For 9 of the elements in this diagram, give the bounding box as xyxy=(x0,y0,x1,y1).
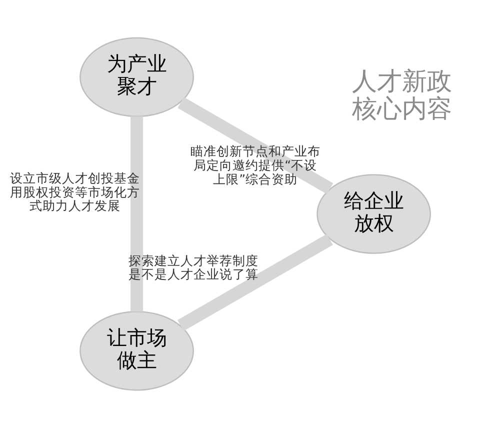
connector xyxy=(130,116,144,312)
connector xyxy=(177,233,333,331)
node-ellipse: 为产业聚才 xyxy=(80,36,194,117)
edge-label: 设立市级人才创投基金用股权投资等市场化方式助力人才发展 xyxy=(10,170,140,213)
label: 人才新政核心内容 xyxy=(352,66,452,123)
node-ellipse: 给企业放权 xyxy=(316,174,432,254)
connector xyxy=(178,96,334,194)
node-ellipse: 让市场做主 xyxy=(80,310,194,390)
edge-label: 探索建立人才举荐制度是不是人才企业说了算 xyxy=(128,252,259,282)
